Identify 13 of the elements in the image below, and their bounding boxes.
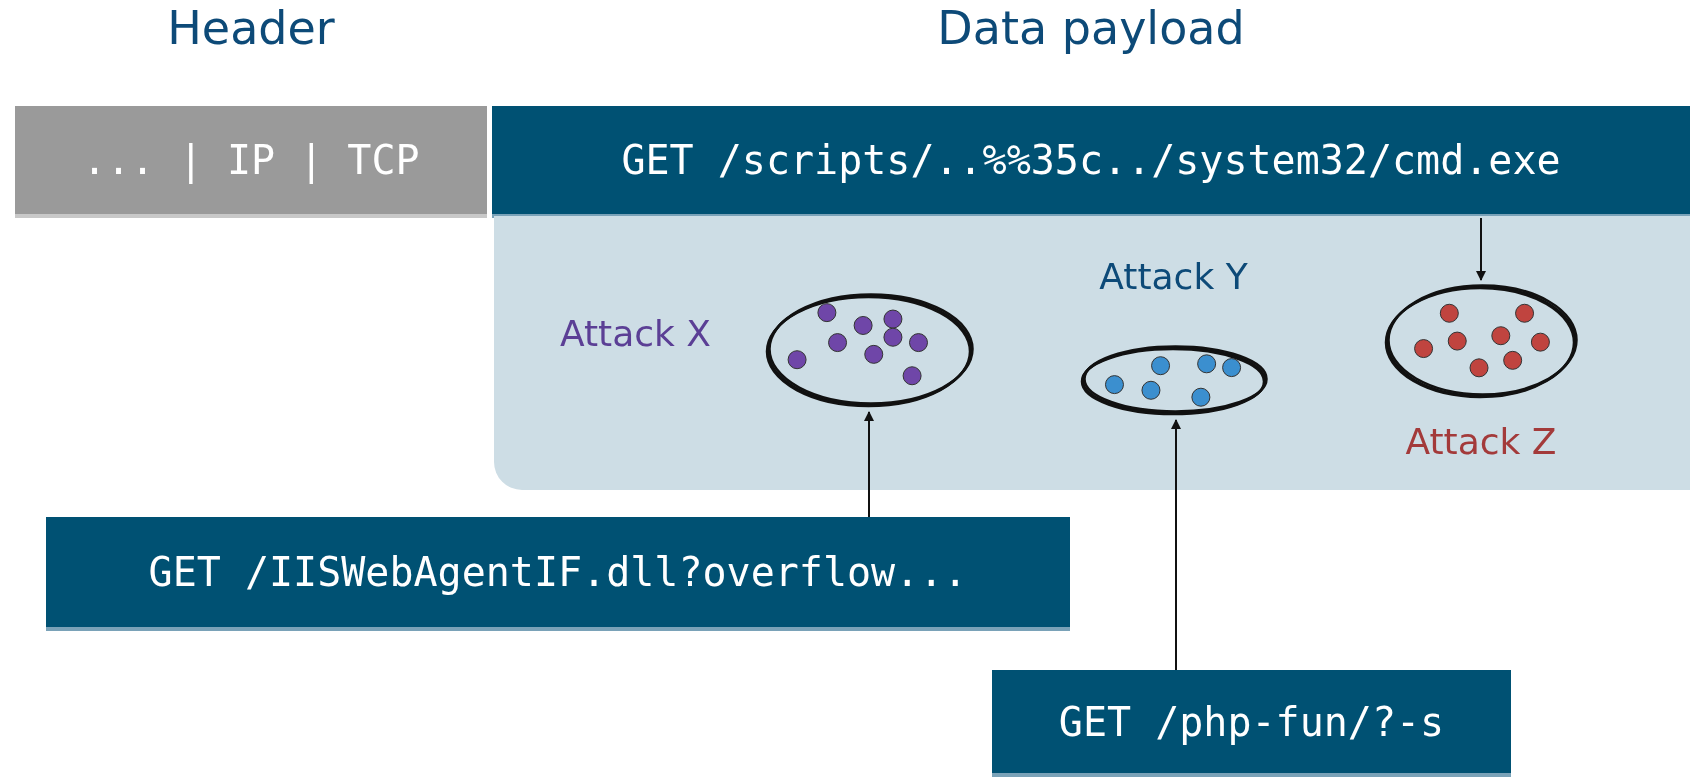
cluster-label: Attack Z (1404, 420, 1558, 464)
arrow (1171, 419, 1181, 671)
payload-bar: GET /scripts/..%%35c../system32/cmd.exe (492, 106, 1690, 218)
header-bar: ... | IP | TCP (15, 106, 487, 218)
request-box: GET /IISWebAgentIF.dll?overflow... (46, 517, 1070, 631)
arrow (1476, 217, 1486, 281)
cluster-label: Attack Y (1098, 255, 1249, 299)
payload-panel (494, 216, 1690, 490)
cluster-label: Attack X (560, 312, 712, 356)
request-box: GET /php-fun/?-s (992, 670, 1511, 777)
section-heading: Header (166, 0, 336, 56)
section-heading: Data payload (936, 0, 1246, 56)
arrow (864, 411, 874, 518)
